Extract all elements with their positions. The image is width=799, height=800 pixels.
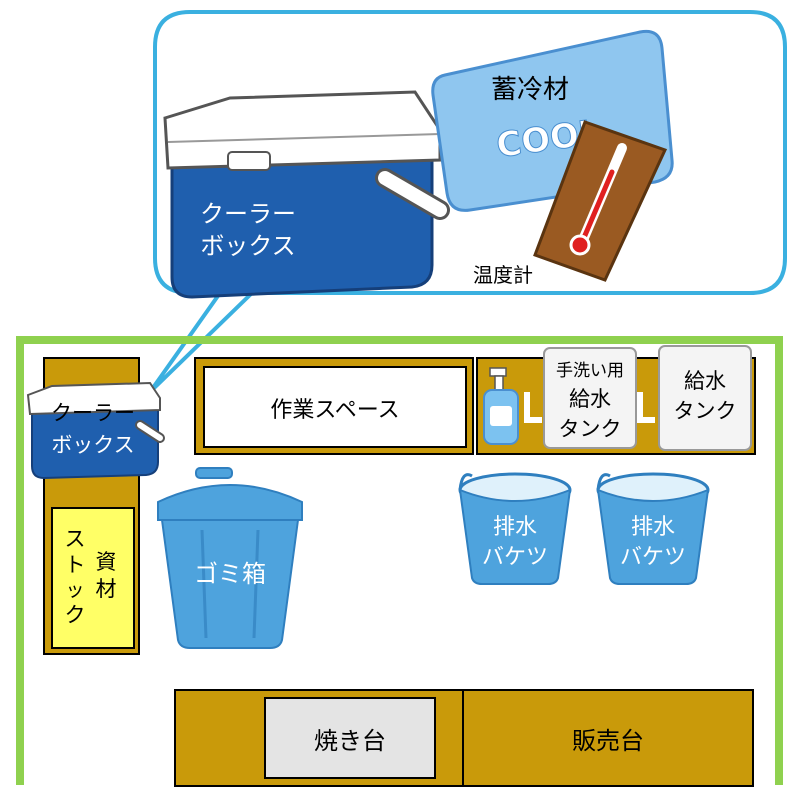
icepack-label: 蓄冷材 [491,75,569,105]
drain-bucket-2-label-line2: バケツ [620,545,686,570]
water-tank [658,345,752,451]
thermometer-illustration: 温度計 [473,120,668,287]
supply-stock-note: 資 材 ス ト ッ ク [51,507,135,649]
work-space-box [203,366,467,448]
drain-bucket-1-label-line1: 排水 [493,515,537,540]
thermometer-label: 温度計 [473,263,533,287]
sales-counter-label: 販売台 [572,727,644,755]
drain-bucket-1: 排水 バケツ [458,472,572,585]
trash-can-illustration: ゴミ箱 [157,467,303,649]
handwash-tank [543,347,637,449]
handwash-label-line1: 手洗い用 [556,361,624,381]
drain-bucket-2: 排水 バケツ [596,472,710,585]
small-cooler-box: クーラー ボックス [26,381,165,480]
cooler-box-illustration: クーラー ボックス [163,90,450,299]
drain-bucket-2-label-line1: 排水 [631,515,675,540]
sales-counter [462,689,754,787]
supply-char-1: 資 [96,550,117,574]
small-cooler-label-line1: クーラー [51,401,135,425]
callout-cooler-label-line2: ボックス [200,232,295,260]
stall-outline [16,336,783,785]
grill-box [264,697,436,779]
stock-char-4: ク [65,603,86,627]
callout-cooler-label-line1: クーラー [200,200,296,228]
supply-char-2: 材 [96,577,117,601]
stock-char-3: ッ [65,579,84,601]
work-space-label: 作業スペース [270,398,399,423]
small-cooler-label-line2: ボックス [51,433,134,457]
water-tank-label-line1: 給水 [684,369,726,393]
drain-bucket-1-label-line2: バケツ [482,545,548,570]
stock-char-2: ト [65,553,86,577]
stock-char-1: ス [65,527,86,551]
handwash-label-line3: タンク [559,417,622,441]
water-tank-label-line2: タンク [674,399,737,423]
trash-label: ゴミ箱 [194,560,266,588]
grill-label: 焼き台 [314,727,386,755]
handwash-label-line2: 給水 [569,387,611,411]
soap-bottle-icon [483,367,519,445]
